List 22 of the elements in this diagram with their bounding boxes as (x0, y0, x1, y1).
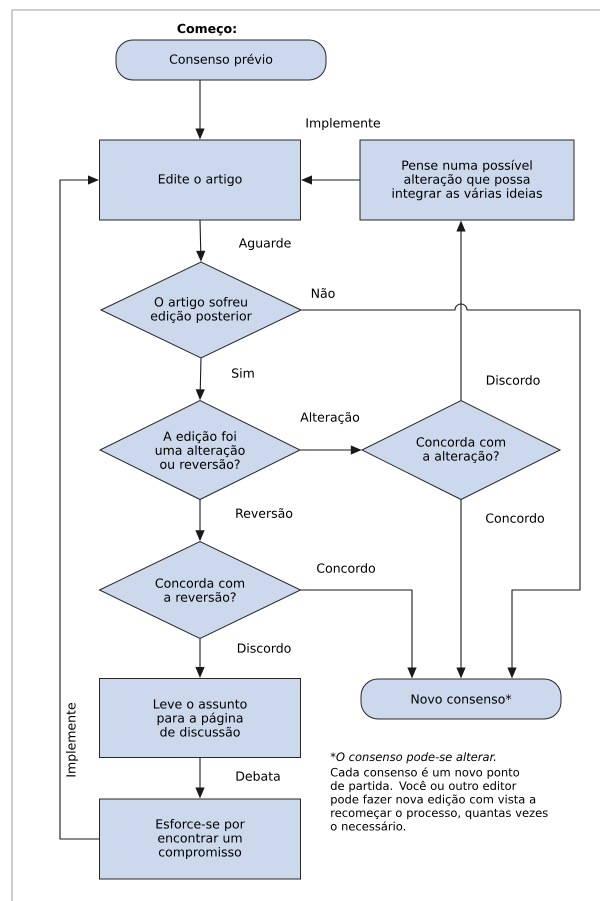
footnote: *O consenso pode-se alterar. (330, 752, 496, 764)
process-box: Esforce-se por encontrar um compromisso (99, 798, 301, 880)
edge-label: Alteração (299, 410, 361, 426)
heading-text: Começo: (178, 24, 236, 36)
edge-label: Discordo (236, 642, 292, 654)
edge-label: Concordo (484, 512, 546, 524)
terminal-box: Consenso prévio (116, 40, 326, 80)
footnote: Cada consenso é um novo ponto de partida. Você ou outro editor pode fazer nova edição com vista a recomeçar o processo, quantas vezes o necessário. (330, 767, 548, 831)
edge-label: Não (310, 287, 336, 299)
edge-label: Discordo (484, 374, 542, 386)
edge-label: Sim (230, 367, 256, 379)
edge-label: Aguarde (238, 236, 292, 252)
edge-label: Debata (234, 770, 282, 782)
edge-label: Reversão (234, 507, 294, 519)
arrow (59, 175, 99, 840)
edge-label: Implemente (64, 701, 80, 779)
edge-label: Concordo (315, 562, 377, 574)
process-box: Edite o artigo (99, 140, 301, 220)
edge-label: Implemente (304, 116, 382, 132)
process-box: Leve o assunto para a página de discussão (99, 678, 301, 758)
terminal-box: Novo consenso* (360, 678, 562, 720)
process-box: Pense numa possível alteração que possa integrar as várias ideias (360, 140, 574, 220)
